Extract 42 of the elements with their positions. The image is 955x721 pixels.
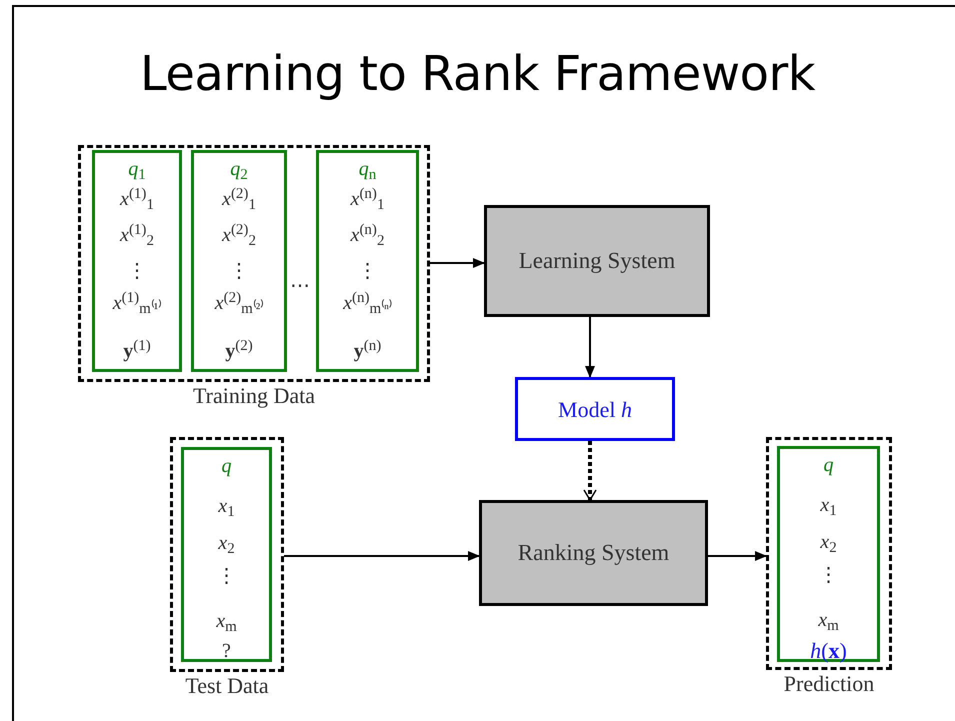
query-label: q$_{1}$: [127, 159, 147, 179]
arrow: [583, 441, 597, 501]
query-column-box: [92, 150, 182, 372]
model-label: Model h: [558, 396, 632, 424]
math-entry: ⋮: [126, 261, 148, 281]
math-entry: y$^{(1)}$: [122, 341, 152, 361]
math-entry: h(x): [809, 640, 848, 662]
process-label: Ranking System: [518, 538, 670, 567]
query-label: q: [822, 455, 834, 475]
query-column-box: [181, 447, 272, 662]
query-column-box: [777, 446, 880, 662]
process-box: [479, 500, 708, 606]
math-entry: x$_{m}$: [215, 611, 238, 631]
math-entry: ?: [221, 641, 232, 661]
math-entry: x$_{2}$: [819, 532, 838, 552]
arrow: [708, 551, 767, 561]
process-label: Learning System: [518, 246, 676, 275]
query-column-box: [191, 150, 287, 372]
query-column-box: [316, 150, 419, 372]
math-entry: x$_{m}$: [817, 610, 840, 630]
arrow: [430, 258, 485, 268]
model-box: [515, 377, 675, 441]
math-entry: y$^{(n)}$: [352, 341, 382, 361]
query-label: q$_{2}$: [229, 159, 249, 179]
arrow: [284, 551, 480, 561]
query-label: q: [220, 456, 232, 476]
group-caption: Prediction: [784, 670, 874, 698]
math-entry: ⋮: [216, 566, 238, 586]
math-entry: x$_{1}$: [217, 496, 236, 516]
group-caption: Training Data: [193, 382, 315, 410]
math-entry: x$_{1}$: [819, 495, 838, 515]
group-caption: Test Data: [185, 672, 269, 700]
process-box: [484, 205, 710, 317]
math-entry: ⋮: [356, 261, 378, 281]
math-entry: x$_{2}$: [217, 533, 236, 553]
query-label: q$_{n}$: [358, 159, 378, 179]
math-entry: y$^{(2)}$: [224, 341, 254, 361]
ellipsis: ⋯: [290, 276, 310, 296]
title: Learning to Rank Framework: [139, 45, 816, 104]
arrow: [585, 317, 595, 378]
math-entry: ⋮: [228, 261, 250, 281]
math-entry: ⋮: [818, 565, 840, 585]
